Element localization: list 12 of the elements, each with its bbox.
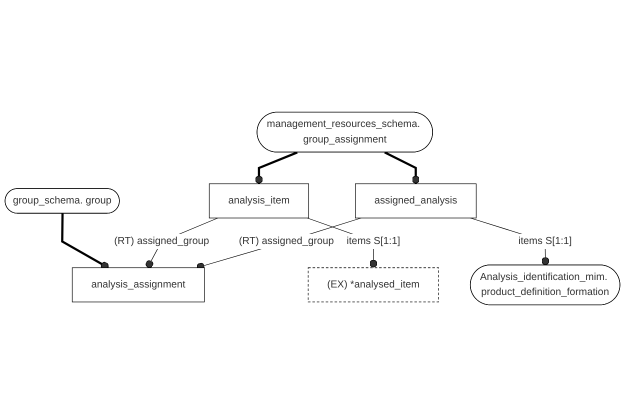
connector [384, 151, 420, 184]
node-box: analysis_item [208, 183, 310, 218]
connector [61, 214, 109, 270]
node-box: analysis_assignment [72, 267, 205, 302]
connector [255, 151, 298, 184]
edge-label: items S[1:1] [346, 236, 400, 247]
edge-label: (RT) assigned_group [238, 236, 334, 247]
edge-label: (RT) assigned_group [114, 236, 210, 247]
node-box: (EX) *analysed_item [308, 267, 439, 302]
edge-label: items S[1:1] [518, 236, 572, 247]
node-box: assigned_analysis [355, 183, 477, 218]
connector [196, 218, 362, 270]
